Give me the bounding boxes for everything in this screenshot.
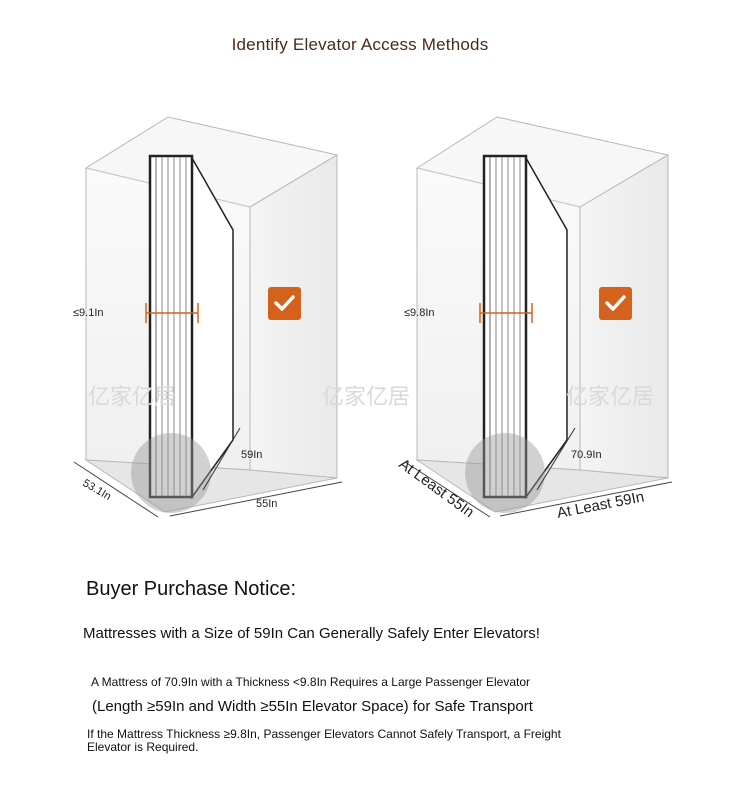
notice-line-1: Mattresses with a Size of 59In Can Gener…: [83, 625, 540, 642]
thickness-marker: [145, 303, 199, 323]
checkmark-icon: [599, 287, 632, 320]
notice-heading: Buyer Purchase Notice:: [86, 578, 297, 600]
inner-depth-label: 59In: [241, 449, 262, 461]
zoom-circle: [465, 433, 545, 513]
watermark-text: 亿家亿居: [88, 385, 176, 410]
notice-line-3: (Length ≥59In and Width ≥55In Elevator S…: [92, 698, 533, 715]
inner-depth-label: 70.9In: [571, 449, 602, 461]
watermark-text: 亿家亿居: [566, 385, 654, 410]
thickness-label: ≤9.1In: [73, 307, 104, 319]
thickness-marker: [479, 303, 533, 323]
notice-line-4: If the Mattress Thickness ≥9.8In, Passen…: [87, 727, 561, 754]
watermark-text: 亿家亿居: [322, 385, 410, 410]
thickness-label: ≤9.8In: [404, 307, 435, 319]
mattress-illustration: [482, 154, 568, 500]
zoom-circle: [131, 433, 211, 513]
page-title: Identify Elevator Access Methods: [231, 35, 489, 54]
notice-line-2: A Mattress of 70.9In with a Thickness <9…: [91, 675, 531, 689]
left-elevator-diagram: ≤9.1In 59In 55In 53.1In 亿家亿居: [73, 116, 343, 518]
checkmark-icon: [268, 287, 301, 320]
width-label: 55In: [256, 498, 277, 510]
elevator-diagrams: ≤9.1In 59In 55In 53.1In 亿家亿居: [73, 116, 673, 522]
right-elevator-diagram: ≤9.8In 70.9In At Least 59In At Least 55I…: [322, 116, 673, 522]
depth-label: 53.1In: [81, 477, 113, 503]
